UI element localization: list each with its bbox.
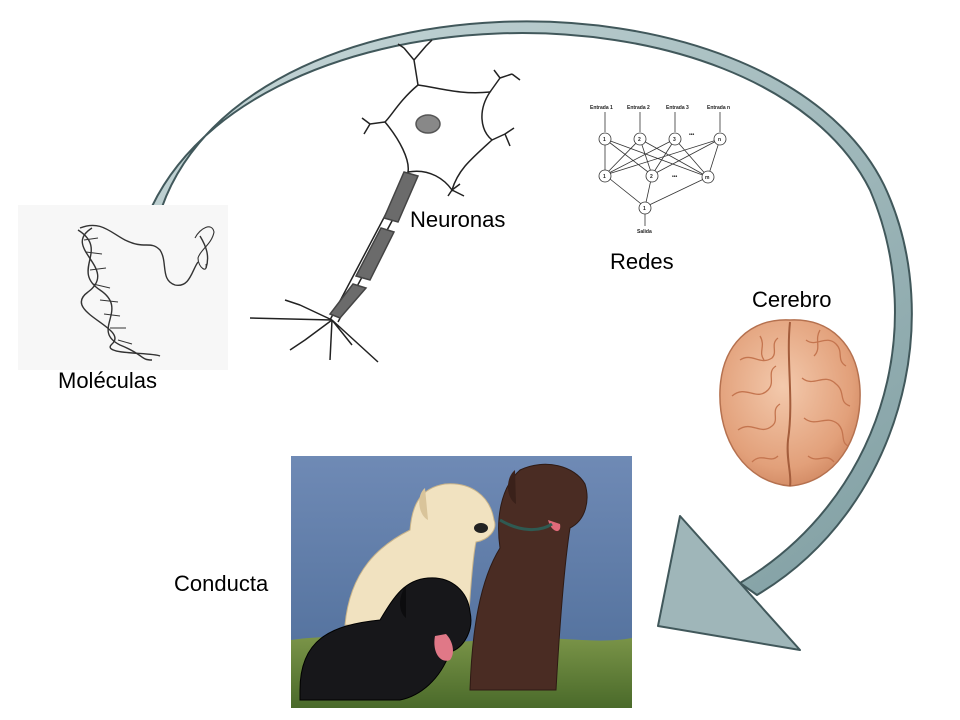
input-label-1: Entrada 1: [590, 105, 613, 111]
label-behavior: Conducta: [174, 571, 269, 596]
hidden-node-1: 1: [603, 174, 606, 180]
hidden-ellipsis: •••: [672, 174, 678, 180]
label-molecules: Moléculas: [58, 368, 158, 393]
input-node-3: 3: [673, 137, 676, 143]
arrow-head: [657, 515, 801, 651]
input-label-2: Entrada 2: [627, 105, 650, 111]
output-label: Salida: [637, 229, 652, 235]
network-edges: [604, 112, 721, 226]
dogs-photo: [291, 456, 632, 708]
input-node-n: n: [718, 137, 721, 143]
hidden-node-m: m: [705, 175, 710, 181]
input-label-3: Entrada 3: [666, 105, 689, 111]
cycle-arrow: [142, 20, 913, 651]
hidden-node-2: 2: [650, 174, 653, 180]
dna-illustration: [18, 205, 228, 370]
input-node-2: 2: [638, 137, 641, 143]
input-node-1: 1: [603, 137, 606, 143]
brain-illustration: [719, 319, 861, 487]
input-ellipsis: •••: [689, 132, 695, 138]
neuron-illustration: [249, 39, 521, 363]
output-node: 1: [643, 206, 646, 212]
label-neurons: Neuronas: [410, 207, 506, 232]
label-brain: Cerebro: [752, 287, 832, 312]
label-networks: Redes: [610, 249, 674, 274]
input-label-n: Entrada n: [707, 105, 730, 111]
network-diagram: Entrada 1 Entrada 2 Entrada 3 Entrada n …: [590, 105, 730, 235]
